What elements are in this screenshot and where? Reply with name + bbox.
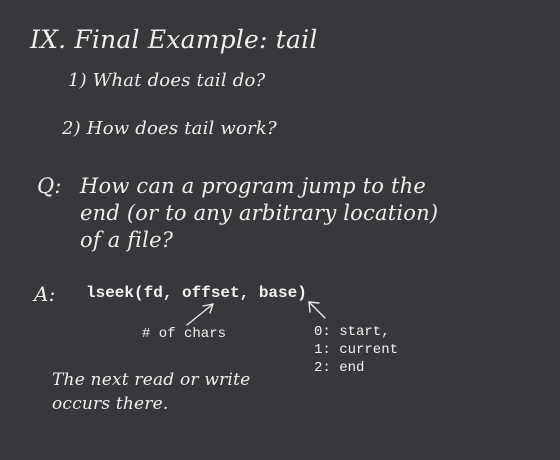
base-option-end: 2: end (314, 360, 365, 376)
base-option-start: 0: start, (314, 324, 390, 340)
question-line-2: end (or to any arbitrary location) (80, 201, 439, 225)
offset-annotation: # of chars (142, 326, 227, 342)
base-option-current: 1: current (314, 342, 399, 358)
a-label: A: (34, 282, 56, 306)
note-line-1: The next read or write (52, 370, 251, 390)
slide-title: IX. Final Example: tail (30, 25, 318, 54)
question-line-1: How can a program jump to the (80, 174, 427, 198)
q-label: Q: (37, 174, 62, 198)
question-item-1: 1) What does tail do? (68, 70, 266, 91)
lseek-call: lseek(fd, offset, base) (86, 284, 307, 302)
note-line-2: occurs there. (52, 394, 169, 414)
question-line-3: of a file? (80, 228, 174, 252)
base-arrow-icon (308, 301, 326, 319)
offset-arrow-icon (186, 303, 214, 326)
question-item-2: 2) How does tail work? (62, 118, 277, 139)
